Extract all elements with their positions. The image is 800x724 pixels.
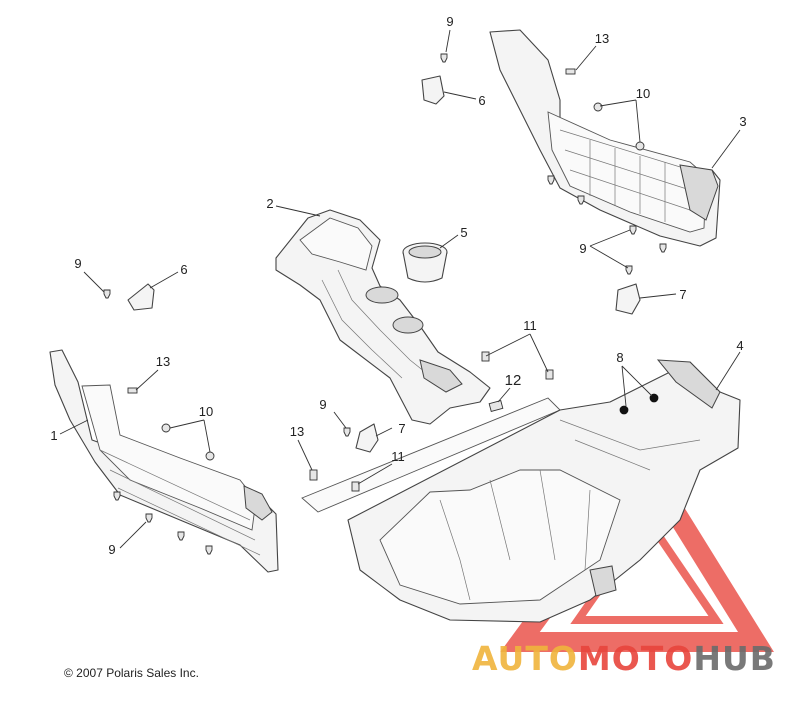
watermark-moto: MOTO [578,639,693,678]
svg-text:AUTOMOTOHUB: AUTOMOTOHUB [472,639,776,678]
callout-11: 11 [523,318,537,333]
clip-12 [488,400,504,412]
callout-9: 9 [74,256,81,271]
callout-9: 9 [108,542,115,557]
right-side-panel [489,29,721,247]
callout-4: 4 [736,338,743,353]
fasteners [103,53,667,555]
cup-holder [402,242,448,283]
callout-2: 2 [266,196,273,211]
left-side-panel [49,349,279,573]
callout-5: 5 [460,225,467,240]
callout-13: 13 [290,424,304,439]
callout-9: 9 [446,14,453,29]
callout-12: 12 [505,372,522,389]
callout-10: 10 [199,404,213,419]
floor-tub [301,359,741,623]
watermark-logo: AUTOMOTOHUB [472,639,776,678]
watermark-auto: AUTO [472,639,578,678]
bracket-7-right [615,283,641,315]
callout-7: 7 [679,287,686,302]
callout-7: 7 [398,421,405,436]
callout-11: 11 [391,449,405,464]
callout-3: 3 [739,114,746,129]
copyright-notice: © 2007 Polaris Sales Inc. [64,666,199,680]
callout-1: 1 [50,428,57,443]
bracket-6-top [421,75,445,105]
watermark-hub: HUB [693,639,776,678]
callout-labels: 9 13 6 10 3 2 5 9 7 6 9 11 8 4 12 13 10 … [50,14,746,557]
bracket-7-center [355,423,379,453]
center-console [275,209,491,425]
callout-10: 10 [636,86,650,101]
callout-6: 6 [478,93,485,108]
callout-8: 8 [616,350,623,365]
callout-9: 9 [579,241,586,256]
callout-6: 6 [180,262,187,277]
callout-13: 13 [156,354,170,369]
callout-13: 13 [595,31,609,46]
bracket-6-left [127,283,155,311]
leader-lines [59,29,741,549]
callout-9: 9 [319,397,326,412]
